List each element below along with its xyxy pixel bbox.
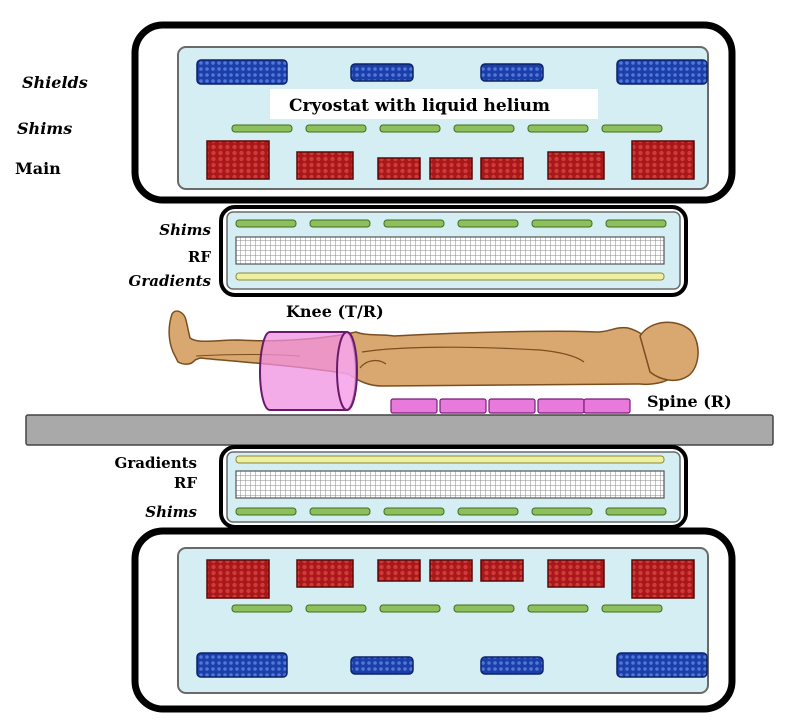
shield-coil — [350, 656, 414, 675]
main-coil — [429, 157, 473, 180]
main-coil — [480, 157, 524, 180]
shield-coil — [616, 59, 708, 85]
main-coil — [296, 559, 354, 588]
main-coil — [296, 151, 354, 180]
shield-coil — [350, 63, 414, 82]
label-knee: Knee (T/R) — [286, 302, 384, 321]
shim-strip — [383, 219, 445, 228]
bottom-cryostat — [131, 527, 736, 713]
label-cryostat: Cryostat with liquid helium — [289, 96, 550, 116]
shield-coil — [196, 652, 288, 678]
shim-strip — [379, 604, 441, 613]
top-shield-coils — [196, 59, 708, 85]
patient-body — [168, 310, 699, 387]
top-main-coils — [206, 140, 695, 180]
shim-strip — [235, 219, 297, 228]
main-coil — [429, 559, 473, 582]
knee-coil-rim — [336, 331, 358, 411]
shim-strip — [383, 507, 445, 516]
shim-strip — [527, 124, 589, 133]
shim-strip — [531, 507, 593, 516]
patient-table — [25, 414, 774, 446]
shim-strip — [305, 604, 367, 613]
patient-arm-contour — [361, 346, 585, 363]
shim-strip — [453, 124, 515, 133]
shield-coil — [196, 59, 288, 85]
shim-strip — [601, 604, 663, 613]
rf-coil-mesh — [235, 470, 665, 499]
label-inner-shims-bottom: Shims — [145, 503, 197, 521]
main-coil — [377, 559, 421, 582]
label-inner-shims-top: Shims — [159, 221, 211, 239]
main-coil — [631, 559, 695, 599]
spine-coil-pad — [583, 398, 631, 414]
bottom-shim-strips — [231, 604, 663, 613]
main-coil — [631, 140, 695, 180]
main-coil — [206, 559, 270, 599]
cryostat-label-background — [270, 89, 598, 119]
diagram-labels: Shields Shims Main Cryostat with liquid … — [15, 73, 732, 521]
label-inner-rf-top: RF — [188, 248, 211, 266]
knee-coil — [258, 331, 358, 411]
spine-coil-pad — [488, 398, 536, 414]
bottom-inner-bore — [219, 445, 688, 529]
top-inner-bore — [219, 205, 688, 297]
main-coil — [206, 140, 270, 180]
label-shields: Shields — [22, 73, 88, 92]
label-spine: Spine (R) — [647, 392, 732, 411]
shim-strip — [527, 604, 589, 613]
spine-coil-pad — [439, 398, 487, 414]
patient-body-silhouette — [168, 310, 690, 387]
top-shim-strips — [231, 124, 663, 133]
label-shims-top: Shims — [17, 119, 72, 138]
shim-strip — [605, 219, 667, 228]
bottom-main-coils — [206, 559, 695, 599]
shim-strip — [453, 604, 515, 613]
main-coil — [480, 559, 524, 582]
shield-coil — [480, 656, 544, 675]
shim-strip — [305, 124, 367, 133]
patient-hand — [359, 359, 387, 369]
spine-coil-pad — [390, 398, 438, 414]
main-coil — [547, 151, 605, 180]
label-inner-gradients-top: Gradients — [129, 272, 212, 290]
label-inner-rf-bottom: RF — [174, 474, 197, 492]
shim-strip — [309, 219, 371, 228]
spine-coil-pad — [537, 398, 585, 414]
shim-strip — [379, 124, 441, 133]
label-inner-gradients-bottom: Gradients — [115, 454, 197, 472]
shim-strip — [235, 507, 297, 516]
shim-strip — [457, 507, 519, 516]
shim-strip — [231, 604, 293, 613]
gradient-coil-strip — [235, 272, 665, 281]
bottom-shield-coils — [196, 652, 708, 678]
main-coil — [377, 157, 421, 180]
rf-coil-mesh — [235, 236, 665, 265]
spine-coil-array — [390, 398, 631, 414]
patient-head — [639, 321, 699, 382]
shim-strip — [309, 507, 371, 516]
shim-strip — [601, 124, 663, 133]
shim-strip — [457, 219, 519, 228]
shim-strip — [531, 219, 593, 228]
main-coil — [547, 559, 605, 588]
shim-strip — [605, 507, 667, 516]
label-main: Main — [15, 159, 61, 178]
gradient-coil-strip — [235, 455, 665, 464]
shim-strip — [231, 124, 293, 133]
shield-coil — [480, 63, 544, 82]
shield-coil — [616, 652, 708, 678]
